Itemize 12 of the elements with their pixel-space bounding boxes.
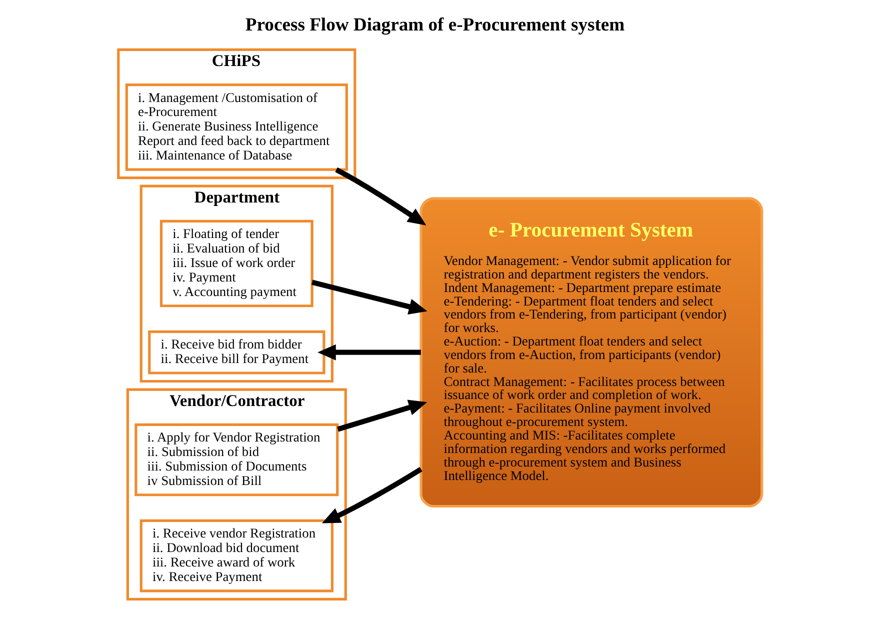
arrow: [335, 167, 426, 226]
node-box: i. Receive bid from bidder ii. Receive bill for Payment: [148, 330, 326, 374]
arrow: [337, 400, 428, 432]
node-box: e- Procurement System Vendor Management: - Vendor submit application for registration and department registers the vendors. Indent Management: - Department prepare estimate e-Tendering: - Department float tenders and select vendors from e-Tendering, from participant (vendor) for works. e-Auction: - Department float tenders and select vendors from e-Auction, from participants (vendor) for sale. Contract Management: - Facilitates process between issuance of work order and completion of work. e-Payment: - Facilitates Online payment involved throughout e-procurement system. Accounting and MIS: -Facilitates complete information regarding vendors and works performed through e-procurement system and Business Intelligence Model.: [420, 197, 764, 508]
node-box: i. Management /Customisation of e-Procurement ii. Generate Business Intelligence Report and feed back to department iii. Maintenance of Database: [125, 84, 348, 171]
node-box: i. Apply for Vendor Registration ii. Submission of bid iii. Submission of Documents iv Submission of Bill: [134, 423, 339, 496]
node-box: i. Floating of tender ii. Evaluation of bid iii. Issue of work order iv. Payment v. Accounting payment: [160, 220, 314, 308]
arrow: [322, 467, 422, 524]
arrow: [311, 280, 428, 315]
arrow: [318, 344, 421, 360]
diagram-title: Process Flow Diagram of e-Procurement system: [245, 14, 625, 36]
node-box: i. Receive vendor Registration ii. Download bid document iii. Receive award of work iv. Receive Payment: [140, 519, 334, 592]
